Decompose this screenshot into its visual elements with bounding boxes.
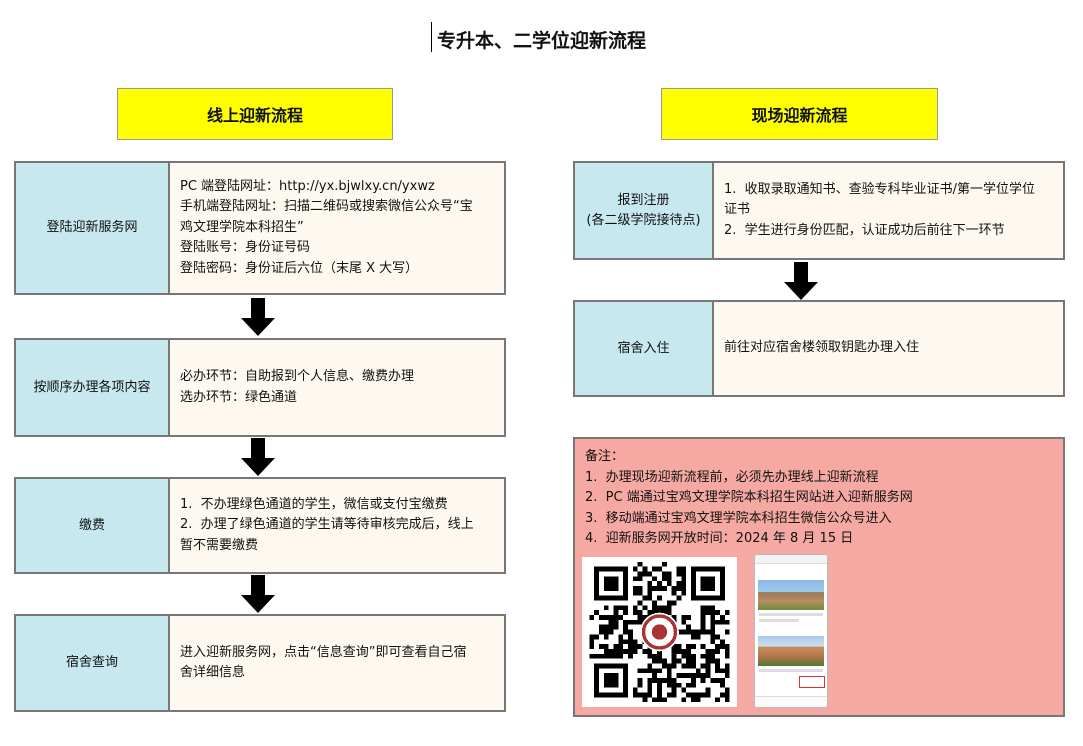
step-label: 报到注册 (各二级学院接待点) [575, 163, 714, 258]
phone-screenshot-image [754, 554, 828, 708]
phone-text-line [759, 613, 823, 616]
step-label-text: 登陆迎新服务网 [46, 220, 138, 235]
online-step-payment: 缴费 1. 不办理绿色通道的学生，微信或支付宝缴费 2. 办理了绿色通道的学生请… [14, 477, 506, 574]
phone-text-line [759, 619, 799, 622]
note-line: 4. 迎新服务网开放时间：2024 年 8 月 15 日 [585, 531, 854, 546]
step-label-text: 宿舍查询 [65, 655, 118, 670]
content-line: PC 端登陆网址：http://yx.bjwlxy.cn/yxwz [180, 178, 435, 194]
step-label: 缴费 [16, 479, 170, 572]
online-header: 线上迎新流程 [117, 88, 393, 140]
content-line: 2. 学生进行身份匹配，认证成功后前往下一环节 [724, 222, 1005, 238]
phone-button [799, 676, 825, 688]
onsite-header: 现场迎新流程 [661, 88, 938, 140]
content-line: 证书 [724, 202, 751, 218]
step-label-text: 宿舍入住 [617, 340, 670, 356]
content-line: 1. 不办理绿色通道的学生，微信或支付宝缴费 [180, 496, 448, 512]
arrow-down-icon [784, 262, 818, 300]
text-cursor [431, 22, 432, 52]
content-line: 1. 收取录取通知书、查验专科毕业证书/第一学位学位 [724, 181, 1036, 197]
page-title: 专升本、二学位迎新流程 [436, 30, 646, 52]
qr-code-image [582, 557, 737, 707]
phone-nav-bar [755, 696, 827, 707]
step-content: 1. 收取录取通知书、查验专科毕业证书/第一学位学位 证书 2. 学生进行身份匹… [714, 163, 1063, 258]
content-line: 2. 办理了绿色通道的学生请等待审核完成后，线上 [180, 517, 474, 533]
step-label-text: 缴费 [78, 517, 105, 533]
note-line: 2. PC 端通过宝鸡文理学院本科招生网站进入迎新服务网 [585, 490, 913, 505]
online-step-process: 按顺序办理各项内容 必办环节：自助报到个人信息、缴费办理 选办环节：绿色通道 [14, 338, 506, 437]
step-label: 宿舍入住 [575, 302, 714, 395]
step-content: PC 端登陆网址：http://yx.bjwlxy.cn/yxwz 手机端登陆网… [170, 163, 504, 293]
online-step-login: 登陆迎新服务网 PC 端登陆网址：http://yx.bjwlxy.cn/yxw… [14, 161, 506, 295]
step-label: 登陆迎新服务网 [16, 163, 170, 293]
step-content: 必办环节：自助报到个人信息、缴费办理 选办环节：绿色通道 [170, 340, 504, 435]
phone-photo [758, 580, 824, 610]
content-line: 前往对应宿舍楼领取钥匙办理入住 [724, 340, 920, 356]
content-line: 登陆密码：身份证后六位（末尾 X 大写） [180, 260, 419, 276]
step-label: 宿舍查询 [16, 616, 170, 710]
step-sublabel-text: (各二级学院接待点) [586, 212, 701, 228]
arrow-down-icon [241, 438, 275, 476]
phone-text-line [759, 669, 823, 672]
step-content: 前往对应宿舍楼领取钥匙办理入住 [714, 302, 1063, 395]
content-line: 必办环节：自助报到个人信息、缴费办理 [180, 369, 415, 384]
content-line: 登陆账号：身份证号码 [180, 240, 311, 256]
content-line: 舍详细信息 [180, 665, 246, 680]
note-line: 3. 移动端通过宝鸡文理学院本科招生微信公众号进入 [585, 510, 892, 526]
phone-photo [758, 636, 824, 666]
content-line: 选办环节：绿色通道 [180, 389, 298, 405]
step-content: 进入迎新服务网，点击“信息查询”即可查看自己宿 舍详细信息 [170, 616, 504, 710]
onsite-step-checkin: 宿舍入住 前往对应宿舍楼领取钥匙办理入住 [573, 300, 1065, 397]
step-label-text: 报到注册 [617, 192, 670, 208]
arrow-down-icon [241, 298, 275, 336]
arrow-down-icon [241, 575, 275, 613]
phone-status-bar [755, 555, 827, 564]
notes-title: 备注： [585, 449, 625, 464]
content-line: 暂不需要缴费 [180, 537, 259, 553]
step-label: 按顺序办理各项内容 [16, 340, 170, 435]
content-line: 鸡文理学院本科招生” [180, 219, 304, 235]
step-label-text: 按顺序办理各项内容 [33, 379, 151, 395]
online-step-dorm-query: 宿舍查询 进入迎新服务网，点击“信息查询”即可查看自己宿 舍详细信息 [14, 614, 506, 712]
content-line: 进入迎新服务网，点击“信息查询”即可查看自己宿 [180, 644, 467, 660]
onsite-step-register: 报到注册 (各二级学院接待点) 1. 收取录取通知书、查验专科毕业证书/第一学位… [573, 161, 1065, 260]
note-line: 1. 办理现场迎新流程前，必须先办理线上迎新流程 [585, 469, 879, 485]
step-content: 1. 不办理绿色通道的学生，微信或支付宝缴费 2. 办理了绿色通道的学生请等待审… [170, 479, 504, 572]
content-line: 手机端登陆网址：扫描二维码或搜索微信公众号“宝 [180, 199, 473, 215]
